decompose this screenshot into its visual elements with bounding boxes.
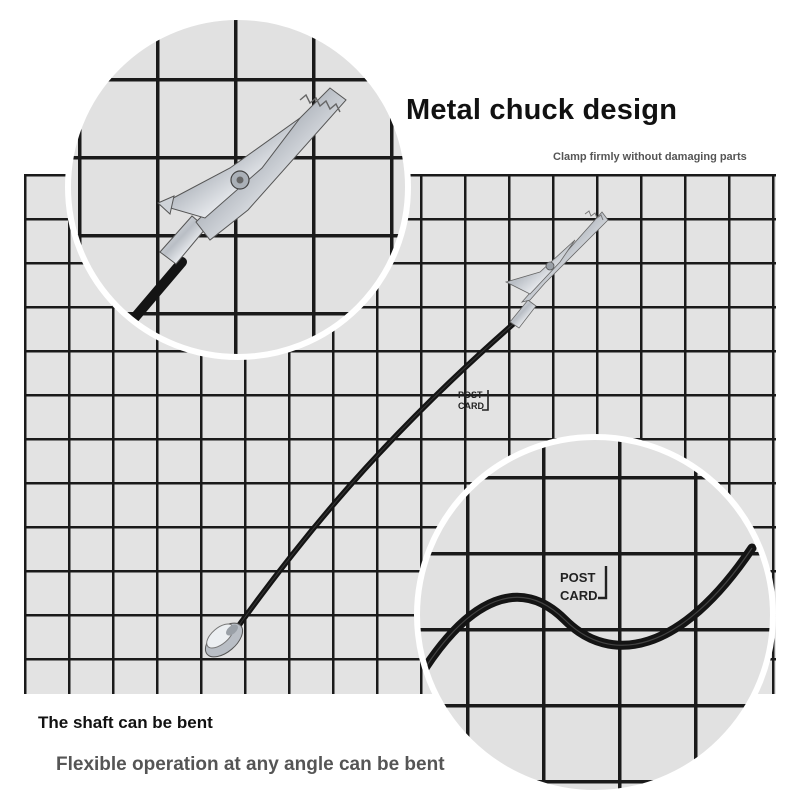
bend-caption: The shaft can be bent xyxy=(38,713,213,732)
flexible-caption: Flexible operation at any angle can be b… xyxy=(56,754,445,775)
small-alligator-clip xyxy=(504,210,609,329)
zoom-print-line2: CARD xyxy=(560,588,598,603)
mat-print-mark: POST CARD xyxy=(458,390,489,411)
feature-title: Metal chuck design xyxy=(406,94,678,126)
clip-tool xyxy=(204,210,609,658)
weighted-base xyxy=(204,622,244,658)
mat-print-line1: POST xyxy=(458,390,483,400)
zoom-print-line1: POST xyxy=(560,570,595,585)
clip-detail-callout xyxy=(65,14,411,360)
feature-subtitle: Clamp firmly without damaging parts xyxy=(553,151,747,163)
mat-print-line2: CARD xyxy=(458,401,484,411)
bent-shaft-callout: POST CARD xyxy=(414,434,776,796)
